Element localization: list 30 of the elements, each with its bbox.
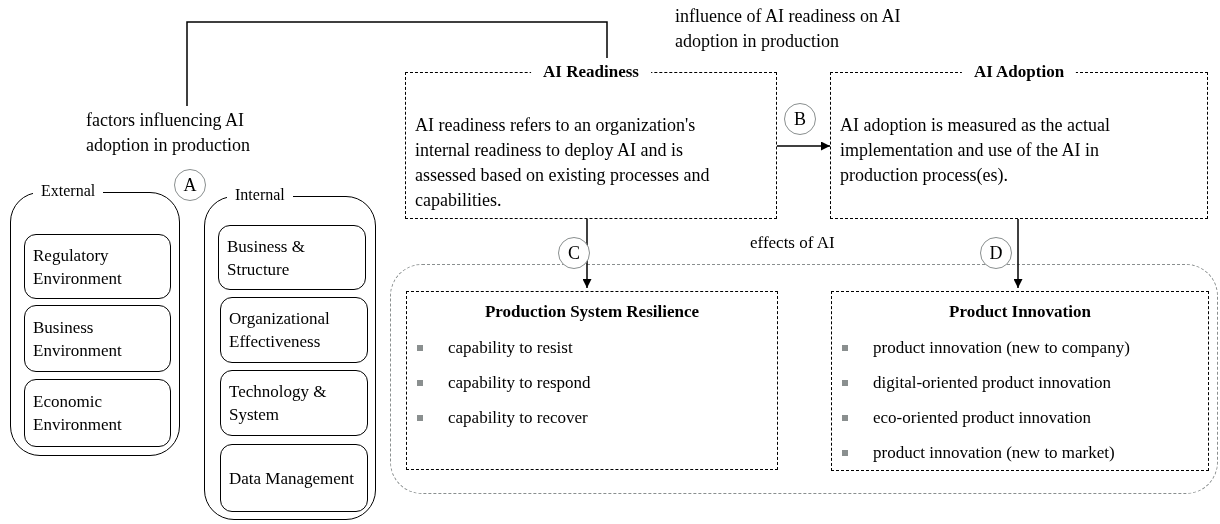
list-item-text: product innovation (new to market)	[873, 442, 1115, 464]
outcome-box	[831, 291, 1209, 471]
list-item-text: digital-oriented product innovation	[873, 372, 1111, 394]
factor-box: Data Management	[220, 444, 368, 512]
box-title: Production System Resilience	[483, 301, 701, 323]
factor-box: Business & Structure	[218, 225, 366, 290]
factor-box: Business Environment	[24, 305, 171, 372]
description-text: AI readiness refers to an organization's internal readiness to deploy AI and is assessed based on existing processes and capabilities.	[415, 114, 711, 212]
letter-marker: A	[174, 169, 206, 201]
description-text: AI adoption is measured as the actual implementation and use of the AI in production process(es).	[840, 114, 1111, 187]
box-title: Product Innovation	[948, 301, 1092, 323]
letter-marker: B	[784, 103, 816, 135]
factor-box: Technology & System	[220, 370, 368, 436]
group-title: effects of AI	[750, 232, 835, 254]
annotation-text: factors influencing AI adoption in production	[86, 109, 251, 157]
letter-marker: D	[980, 237, 1012, 269]
list-item-text: product innovation (new to company)	[873, 337, 1130, 359]
arrow	[1013, 218, 1023, 289]
factor-box: Economic Environment	[24, 379, 171, 447]
list-item-text: capability to resist	[448, 337, 573, 359]
factor-box: Organizational Effectiveness	[220, 297, 368, 363]
outcome-box	[406, 291, 778, 470]
list-item-text: capability to respond	[448, 372, 591, 394]
connector-line	[186, 21, 608, 107]
annotation-text: influence of AI readiness on AI adoption in production	[675, 5, 902, 53]
list-item-text: capability to recover	[448, 407, 588, 429]
letter-marker: C	[558, 237, 590, 269]
list-item-text: eco-oriented product innovation	[873, 407, 1092, 429]
arrow	[776, 141, 831, 151]
factor-box: Regulatory Environment	[24, 234, 171, 299]
